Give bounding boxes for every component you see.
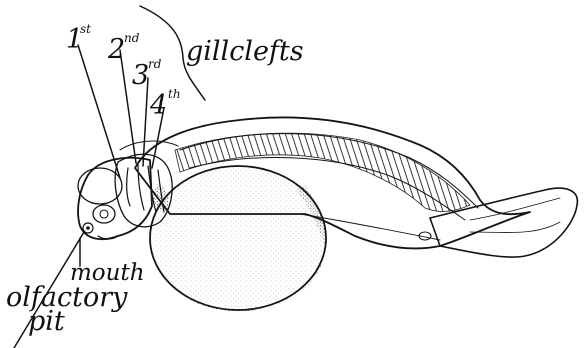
gill-4-number: 4 [149, 90, 167, 121]
gill-1-suffix: st [80, 22, 91, 36]
gill-3-number: 3 [132, 60, 149, 91]
gill-2-suffix: nd [124, 31, 140, 45]
gill-4-label: 4 th [149, 87, 181, 121]
gill-3-suffix: rd [148, 57, 162, 71]
gill-2-number: 2 [107, 34, 125, 65]
olfactory-label-line2: pit [28, 306, 65, 337]
gillclefts-label: gillclefts [186, 36, 304, 67]
optic-cup [93, 205, 115, 223]
olfactory-label-line1: olfactory [6, 282, 128, 313]
embryo-drawing [78, 117, 577, 311]
gill-1-label: 1 st [66, 22, 91, 55]
gill-4-suffix: th [168, 87, 181, 101]
gill-3-label: 3 rd [132, 57, 162, 91]
